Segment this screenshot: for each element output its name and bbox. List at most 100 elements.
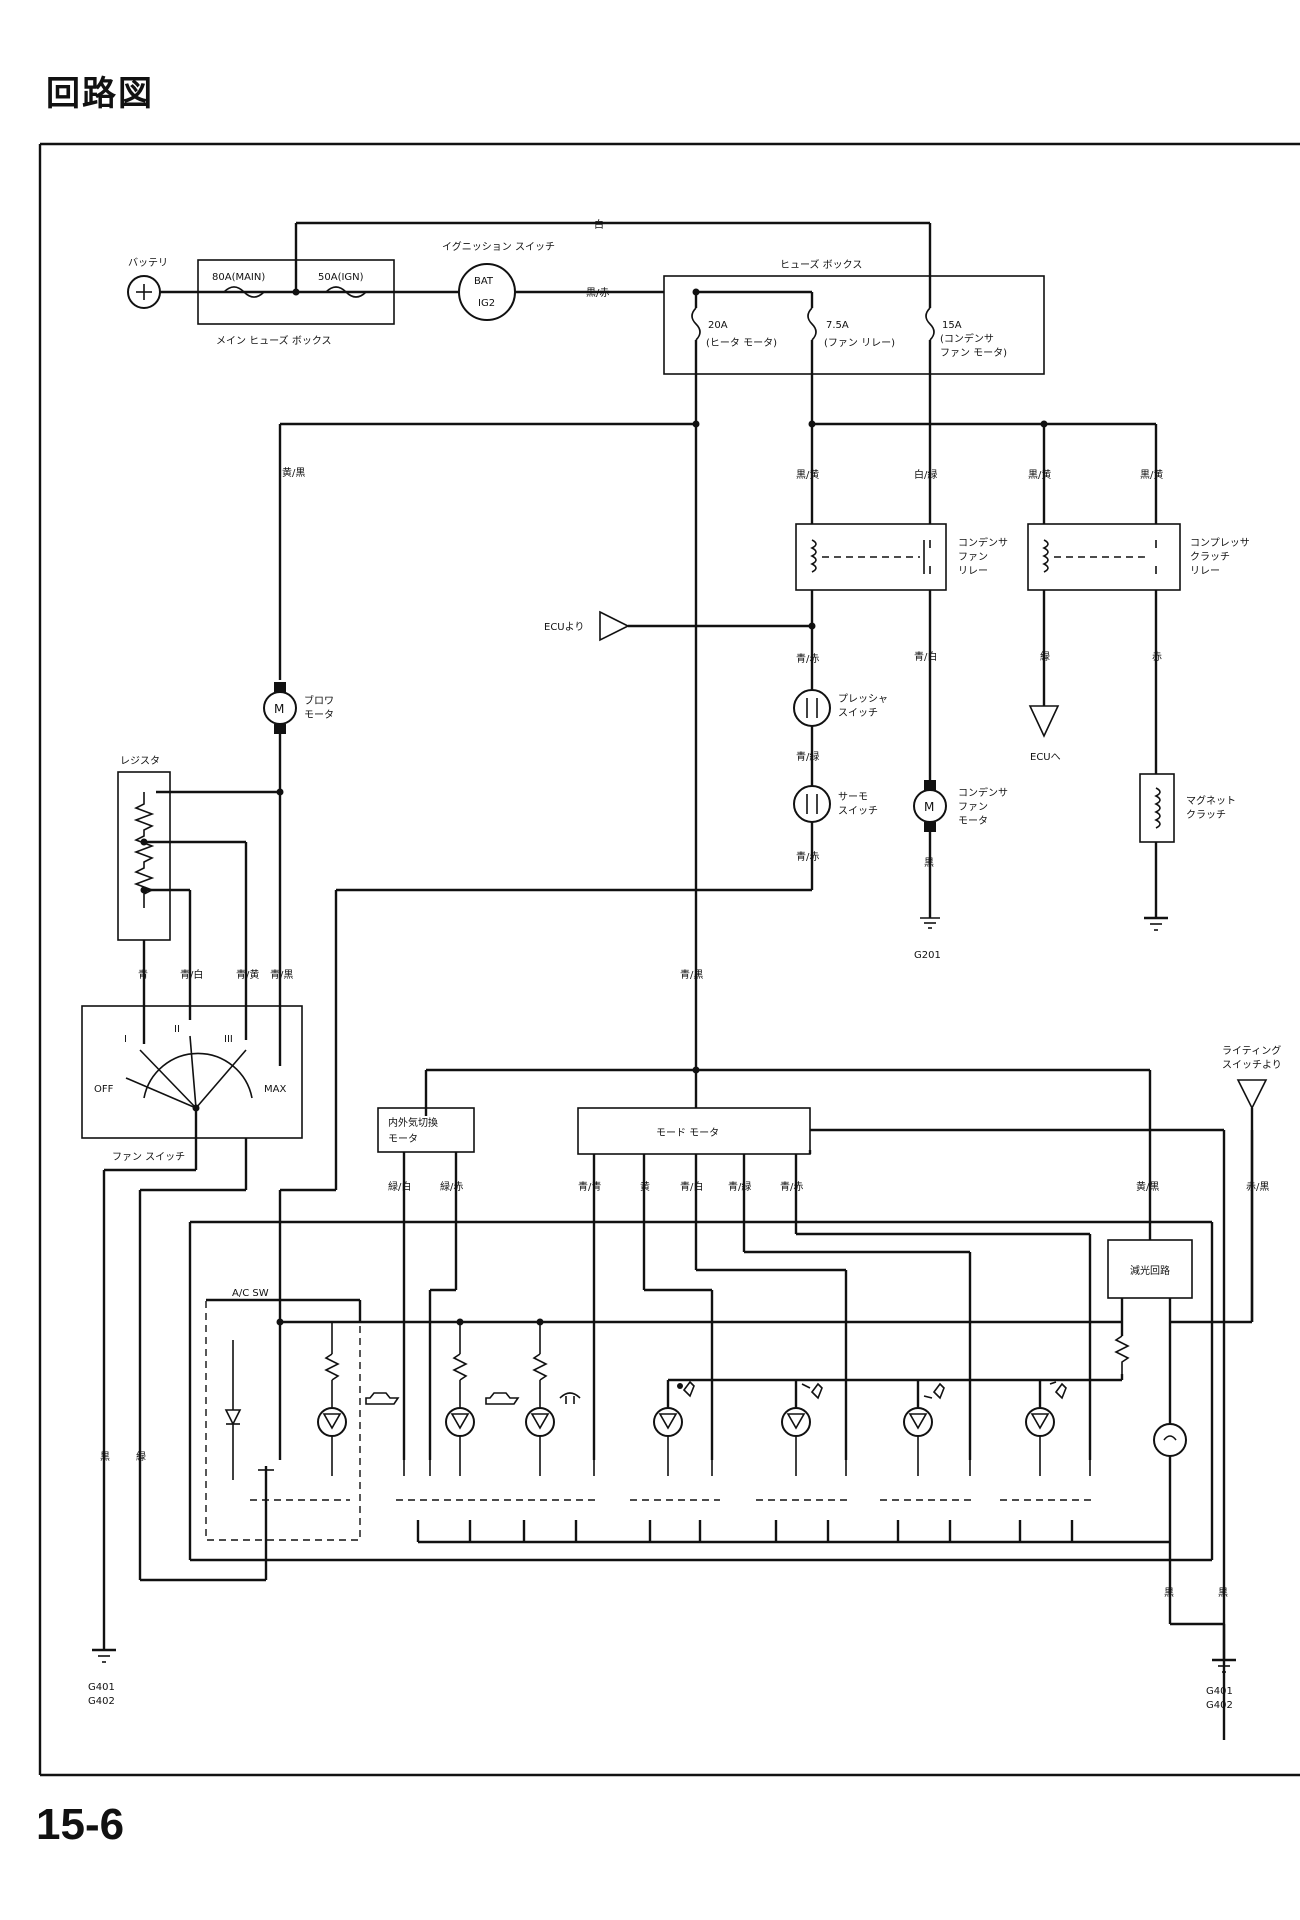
switch-contacts: [250, 1436, 1096, 1520]
ignition-switch: BAT IG2 イグニッション スイッチ: [442, 240, 555, 321]
wire-fs-4: 青/黒: [270, 968, 293, 981]
recirc-motor-label1: 内外気切換: [388, 1116, 438, 1129]
g402-left-label: G402: [88, 1696, 115, 1707]
fuse-15a-desc2: ファン モータ): [940, 347, 1007, 359]
thermo-switch-label2: スイッチ: [838, 805, 878, 817]
fs-3-label: III: [224, 1034, 233, 1045]
cond-motor-label2: ファン: [958, 802, 988, 813]
mode-heat-def-icon: [1049, 1381, 1067, 1400]
fuse-75a-symbol: [807, 307, 817, 341]
wire-blower-feed: 黄/黒: [282, 466, 305, 479]
fuse-ign-symbol: [325, 286, 367, 298]
fuse-15a-desc1: (コンデンサ: [940, 332, 994, 345]
car-fresh-icon: [485, 1392, 520, 1405]
magnet-clutch: マグネット クラッチ: [1139, 773, 1236, 843]
wire-mode-3: 青/白: [680, 1180, 703, 1193]
cond-relay-label3: リレー: [958, 566, 988, 577]
condenser-fan-motor: M コンデンサ ファン モータ: [913, 780, 1008, 832]
dimmer-resistor: [1114, 1335, 1130, 1374]
g201-label: G201: [914, 950, 941, 961]
fuse-75a-desc: (ファン リレー): [824, 338, 895, 349]
mode-motor: モード モータ: [577, 1107, 811, 1155]
comp-relay-label2: クラッチ: [1190, 551, 1230, 563]
led-mode-3: [903, 1407, 933, 1437]
main-fuse-box-label: メイン ヒューズ ボックス: [216, 334, 332, 347]
fuse-15a-symbol: [925, 307, 935, 341]
mode-bilevel-icon: [801, 1382, 823, 1400]
ground-clutch: [1144, 916, 1168, 931]
wire-relay-feed2: 白/緑: [914, 468, 937, 481]
magnet-clutch-label1: マグネット: [1186, 794, 1236, 807]
ecu-to-connector: ECUへ: [1028, 705, 1061, 763]
defrost-icon: [559, 1392, 581, 1404]
ground-g201: G201: [914, 917, 941, 961]
resistor-label: レジスタ: [120, 755, 160, 767]
thermo-switch-label1: サーモ: [838, 791, 868, 803]
wire-right-gnd1: 黒: [1164, 1587, 1174, 1599]
wire-mode-5: 青/赤: [780, 1180, 803, 1193]
fuse-20a-symbol: [691, 307, 701, 341]
wire-mode-4: 青/緑: [728, 1180, 751, 1193]
fuse-box: ヒューズ ボックス 20A (ヒータ モータ) 7.5A (ファン リレー) 1…: [663, 258, 1045, 375]
dimmer-circuit: 減光回路: [1107, 1239, 1193, 1299]
blower-motor-label2: モータ: [304, 709, 334, 721]
blower-motor: M ブロワ モータ: [263, 682, 334, 734]
pressure-switch-label1: プレッシャ: [838, 693, 888, 705]
wire-dimmer-in: 黄/黒: [1136, 1180, 1159, 1193]
fuse-15a-label: 15A: [942, 320, 962, 331]
ignition-switch-label: イグニッション スイッチ: [442, 240, 555, 253]
fs-1-label: I: [124, 1034, 127, 1045]
wire-thermo-out: 青/赤: [796, 850, 819, 863]
mode-foot-icon: [923, 1382, 945, 1400]
blower-motor-m: M: [274, 702, 284, 716]
led-fresh: [445, 1322, 475, 1437]
comp-relay-label1: コンプレッサ: [1190, 537, 1250, 549]
wire-relay-feed1: 黒/黄: [796, 468, 819, 481]
wire-fs-1: 青: [138, 968, 148, 981]
fuse-ign-label: 50A(IGN): [318, 272, 364, 283]
cond-relay-label1: コンデンサ: [958, 536, 1008, 549]
wire-top-white: 白: [594, 218, 604, 231]
blower-motor-label1: ブロワ: [304, 694, 334, 707]
fuse-box-label: ヒューズ ボックス: [780, 258, 862, 271]
led-defrost-resistor: [532, 1353, 548, 1381]
wire-pressure-out: 青/緑: [796, 750, 819, 763]
wire-left-gnd: 黒: [100, 1451, 110, 1463]
pressure-switch: プレッシャ スイッチ: [793, 689, 888, 727]
clutch-coil: [1154, 787, 1161, 829]
g401-right-label: G401: [1206, 1686, 1233, 1697]
fuse-main-symbol: [223, 286, 265, 298]
thermo-switch: サーモ スイッチ: [793, 785, 878, 823]
cond-relay-label2: ファン: [958, 552, 988, 563]
wire-right-gnd2: 黒: [1218, 1587, 1228, 1599]
led-mode-2: [781, 1407, 811, 1437]
wire-recirc-2: 緑/赤: [440, 1180, 463, 1193]
resistor-block: レジスタ: [117, 755, 171, 941]
ac-sw-label: A/C SW: [232, 1288, 269, 1299]
fuse-20a-desc: (ヒータ モータ): [706, 337, 777, 349]
lighting-switch-connector: ライティング スイッチより: [1222, 1044, 1282, 1110]
wire-left-green: 緑: [136, 1450, 146, 1463]
lighting-label1: ライティング: [1222, 1044, 1281, 1057]
mode-motor-label: モード モータ: [656, 1127, 719, 1139]
wire-lighting-in: 赤/黒: [1246, 1181, 1269, 1193]
led-mode-1: [653, 1407, 683, 1437]
battery-label: バッテリ: [128, 257, 168, 269]
magnet-clutch-label2: クラッチ: [1186, 809, 1226, 821]
wire-relay-feed3: 黒/黄: [1028, 468, 1051, 481]
wire-fs-3: 青/黄: [236, 968, 259, 981]
led-fresh-resistor: [452, 1353, 468, 1381]
wire-ecu-out: 緑: [1040, 650, 1050, 663]
resistor-coil: [133, 792, 155, 908]
lighting-label2: スイッチより: [1222, 1059, 1282, 1071]
fs-off-label: OFF: [94, 1084, 114, 1095]
ig-ig2-label: IG2: [478, 298, 495, 309]
relay-coil: [810, 539, 817, 573]
ecu-from-label: ECUより: [544, 621, 584, 633]
ig-bat-label: BAT: [474, 276, 494, 287]
fuse-main-label: 80A(MAIN): [212, 272, 265, 283]
led-defrost: [525, 1322, 555, 1437]
illumination-bulb: [1153, 1423, 1187, 1457]
relay-coil-2: [1042, 539, 1049, 573]
